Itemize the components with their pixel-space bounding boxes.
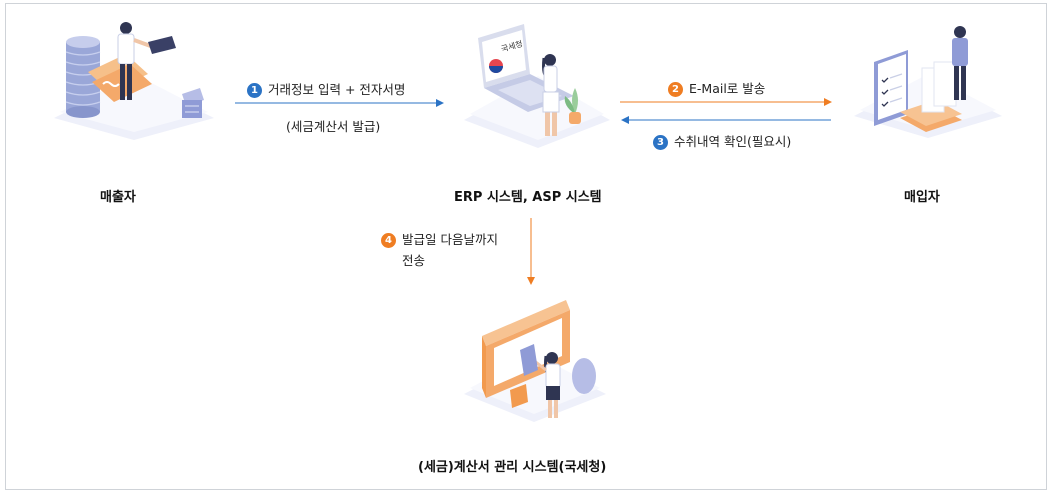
step-2-text: E-Mail로 발송 [689, 81, 766, 96]
diagram-frame [5, 3, 1047, 490]
step-4-subtext: 전송 [402, 253, 426, 268]
step-3-text: 수취내역 확인(필요시) [674, 134, 792, 149]
buyer-person-icon [952, 26, 968, 100]
decoration-shape-icon [520, 344, 596, 394]
step-1-label: 1 거래정보 입력 + 전자서명 [247, 79, 405, 98]
seller-label: 매출자 [100, 190, 136, 205]
erp-label: ERP 시스템, ASP 시스템 [454, 190, 602, 205]
seller-illustration [54, 22, 214, 140]
plant-icon [564, 88, 581, 124]
seller-person-icon [117, 22, 176, 100]
erp-person-icon [542, 54, 560, 136]
nts-label: (세금)계산서 관리 시스템(국세청) [418, 460, 607, 475]
server-icon [182, 88, 204, 118]
step-3-label: 3 수취내역 확인(필요시) [653, 131, 791, 150]
step-4-badge: 4 [381, 233, 396, 248]
erp-illustration: 국세청 [464, 24, 610, 148]
step-1-badge: 1 [247, 83, 262, 98]
nts-illustration [464, 300, 606, 422]
step-1-text: 거래정보 입력 + 전자서명 [268, 82, 406, 97]
laptop-icon: 국세청 [478, 24, 574, 112]
step-3-badge: 3 [653, 135, 668, 150]
buyer-illustration [854, 26, 1002, 138]
step-4-text: 발급일 다음날까지 [402, 232, 498, 247]
step-2-badge: 2 [668, 82, 683, 97]
step-1-subtext: (세금계산서 발급) [286, 119, 381, 134]
document-stack-icon [900, 61, 962, 132]
buyer-label: 매입자 [904, 190, 940, 205]
clipboard-icon [874, 50, 908, 126]
step-2-label: 2 E-Mail로 발송 [668, 78, 765, 97]
nts-person-icon [527, 352, 561, 418]
step-4-label: 4 발급일 다음날까지 [381, 229, 498, 248]
